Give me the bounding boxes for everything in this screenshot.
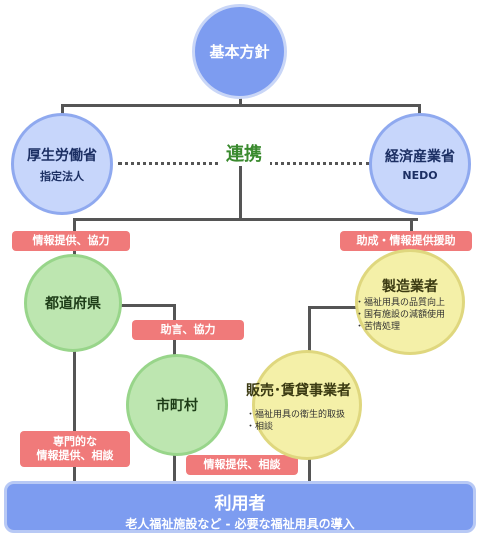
dealer-duty-item: 相談: [246, 421, 345, 433]
connector-dealer-up: [308, 306, 311, 356]
node-basic-policy: 基本方針: [192, 4, 287, 99]
manufacturer-duty-item: 苦情処理: [355, 321, 445, 333]
node-meti-title: 経済産業省: [385, 149, 455, 165]
manufacturer-duties: 福祉用具の品質向上 国有施設の減額使用 苦情処理: [355, 297, 445, 333]
node-user-title: 利用者: [214, 494, 266, 514]
connector-prefecture-right: [120, 304, 175, 307]
connector-municipality-down: [173, 452, 176, 483]
manufacturer-duty-item: 福祉用具の品質向上: [355, 297, 445, 309]
label-info-cooperation: 情報提供、協力: [12, 231, 130, 251]
label-subsidy-info: 助成・情報提供援助: [340, 231, 472, 251]
connector-manufacturer-left: [308, 306, 361, 309]
node-municipality-label: 市町村: [156, 398, 198, 414]
dealer-duties: 福祉用具の衛生的取扱 相談: [246, 409, 345, 433]
node-prefecture: 都道府県: [24, 254, 122, 352]
label-specialized-line2: 情報提供、相談: [36, 449, 114, 462]
node-prefecture-label: 都道府県: [45, 296, 101, 312]
node-mhlw: 厚生労働省 指定法人: [11, 113, 113, 215]
connector-dealer-down: [308, 440, 311, 483]
connector-center-down: [239, 164, 242, 219]
node-meti-sub: NEDO: [402, 169, 438, 182]
label-specialized-info: 専門的な 情報提供、相談: [20, 431, 130, 467]
node-meti: 経済産業省 NEDO: [369, 113, 471, 215]
node-dealer-title: 販売･賃貸事業者: [246, 383, 351, 399]
connector-prefecture-down: [73, 350, 76, 483]
node-mhlw-title: 厚生労働省: [27, 147, 97, 164]
node-municipality: 市町村: [126, 354, 228, 456]
manufacturer-duty-item: 国有施設の減額使用: [355, 309, 445, 321]
node-manufacturer-title: 製造業者: [382, 279, 438, 295]
node-user-sub: 老人福祉施設など - 必要な福祉用具の導入: [125, 517, 355, 531]
label-info-consult: 情報提供、相談: [186, 455, 298, 475]
node-mhlw-sub: 指定法人: [40, 169, 84, 183]
cooperation-label: 連携: [218, 140, 270, 166]
node-basic-policy-label: 基本方針: [209, 43, 270, 61]
dealer-duty-item: 福祉用具の衛生的取扱: [246, 409, 345, 421]
connector-mid-horizontal: [73, 218, 418, 221]
label-specialized-line1: 専門的な: [53, 435, 97, 448]
connector-top-horizontal: [61, 104, 420, 107]
label-advice-cooperation: 助言、協力: [132, 320, 244, 340]
node-dealer: [252, 350, 362, 460]
connector-meti-drop: [418, 104, 421, 118]
node-user: 利用者 老人福祉施設など - 必要な福祉用具の導入: [4, 481, 476, 533]
connector-mhlw-drop: [61, 104, 64, 118]
